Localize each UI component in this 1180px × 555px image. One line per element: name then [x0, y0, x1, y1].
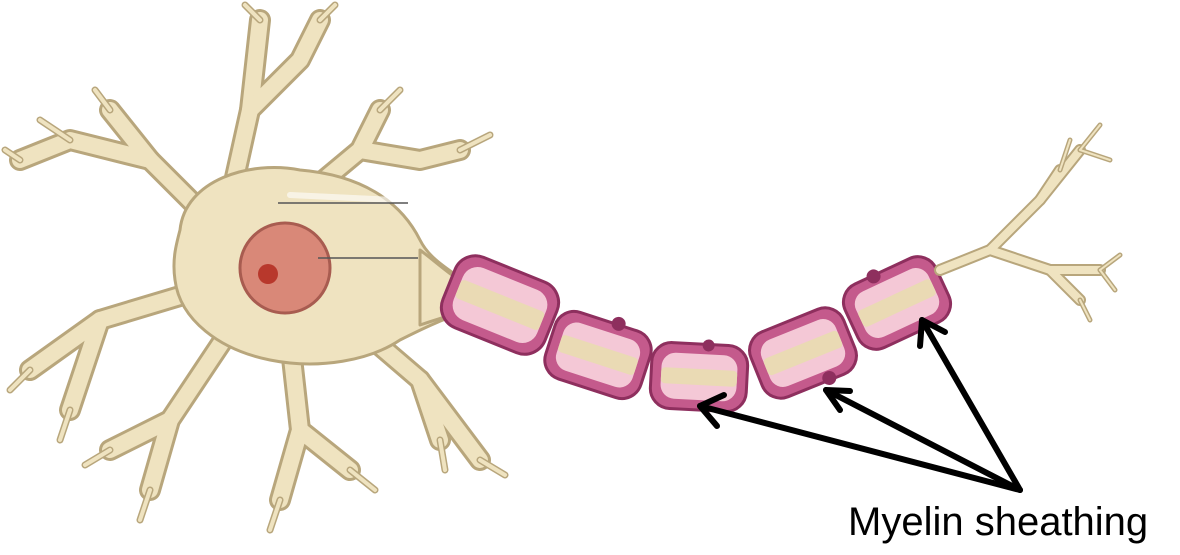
pointer-arrows	[700, 320, 1020, 490]
nucleolus	[258, 264, 278, 284]
myelin-segment-3	[649, 337, 749, 413]
axon-terminal	[940, 125, 1120, 320]
nucleus	[240, 223, 330, 313]
myelin-segment-1	[435, 249, 565, 361]
myelin-sheath-segments	[435, 245, 957, 413]
myelin-segment-2	[540, 299, 659, 404]
myelin-sheathing-label: Myelin sheathing	[848, 498, 1148, 546]
